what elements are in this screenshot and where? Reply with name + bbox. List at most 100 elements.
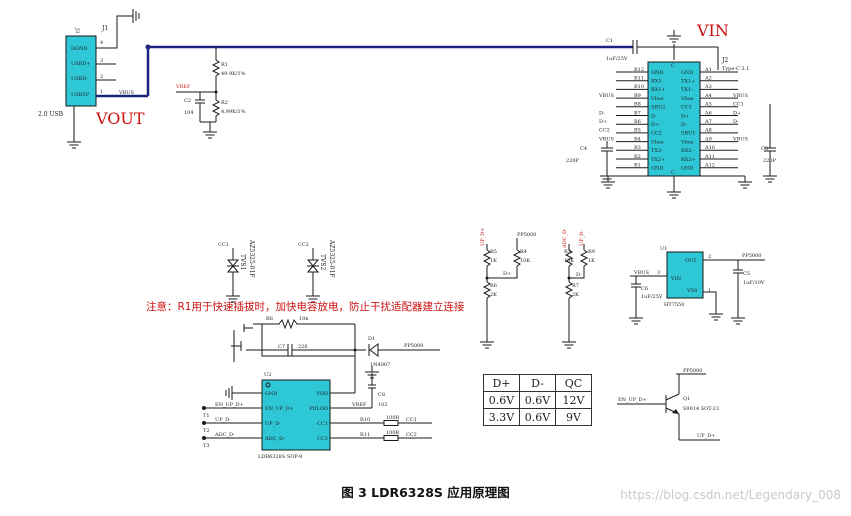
u2-right-pin-label: VDD [315,391,328,397]
r6-value: 2K [490,292,497,298]
d1-part: 1N4007 [370,362,390,368]
type-c-part: Type-C 3.1 [722,66,749,72]
dplus-bias-network: UP_D+ R5 1K PP5000 R4 10K D+ R6 2K [479,228,536,349]
u2-right-pin-net: CC1 [406,417,417,423]
vin-label: VIN [696,21,729,40]
u1-vss-label: VSS [686,288,698,294]
q1-ref: Q1 [683,396,690,402]
usb-a-pin3-name: USBD+ [71,61,91,67]
r3-ref: R3 [564,249,571,255]
u2-left-pin-net: ADC_D- [214,432,235,438]
c7-ref: C7 [278,344,285,350]
tvs2-part: AZ5325-01F [328,239,335,278]
usb-a-pin2-num: 2 [100,74,103,80]
usb-a-pin1-name: USB5V [71,92,89,98]
watermark-text: https://blog.csdn.net/Legendary_008 [620,488,841,502]
tvs2-ref: TVS2 [319,254,326,270]
qc-header-qc: QC [555,374,592,392]
type-c-right-pin-name: RX2- [681,148,694,154]
c2-value: 104 [184,110,194,116]
type-c-left-pin-name: D- [651,113,657,119]
controller-pp-net: PP5000 [404,343,423,349]
u2-gnd [225,386,233,400]
u2-right-pin-net: VREF [351,402,367,408]
type-c-left-pin-name: D+ [651,122,659,128]
type-c-left-pin-num: B12 [634,67,644,73]
type-c-left-pin-net: D+ [599,119,607,125]
usb-a-pin1-num: 1 [100,89,103,95]
u1-body [666,251,704,299]
u2-left-pin-label: ADC_D- [264,436,285,442]
c4-value: 220P [566,158,580,164]
usb-a-pin3-num: 3 [100,58,103,64]
left-gnd-bar [234,341,242,351]
type-c-left-pin-num: B9 [634,93,641,99]
type-c-right-pin-num: A6 [704,110,712,116]
dm-mid-net: D- [576,272,582,278]
c1-value: 1uF/25V [606,56,628,62]
type-c-right-pin-name: CC1 [681,105,692,111]
type-c-left-pin-num: B10 [634,84,644,90]
type-c-left-pin-num: B7 [634,110,641,116]
type-c-left-pin-name: CC2 [651,131,662,137]
type-c-left-pin-name: RX1- [651,79,664,85]
type-c-right-pin-name: TX1+ [681,79,695,85]
ldr6328s-section: R8 10k C7 226 D1 1N4007 PP5000 C8 102 U2… [202,316,440,460]
u2-series-r-ref: R11 [360,432,370,438]
type-c-left-pin-num: B2 [634,154,641,160]
type-c-left-pin-num: B1 [634,163,641,169]
u1-vin-label: VIN [670,276,682,282]
type-c-left-pin-net: VBUS [598,93,614,99]
r8-resistor [262,318,355,330]
r8-ref: R8 [266,316,273,322]
qc-cell: 3.3V [483,408,520,426]
table-row: 0.6V 0.6V 12V [483,391,592,409]
u1-part: HT7550 [664,302,684,308]
u1-in-net: VBUS [633,270,649,276]
type-c-right-pin-num: A9 [704,136,712,142]
u2-test-point: T2 [203,428,210,434]
tvs1-part: AZ5325-01F [248,239,255,278]
c2-ref: C2 [184,98,191,104]
r1-resistor [211,59,221,77]
type-c-top-mark: C [671,63,675,69]
series-resistor [383,435,399,441]
qc-cell: 0.6V [483,391,520,409]
u2-ref: U2 [264,372,271,378]
type-c-left-pin-num: B4 [634,136,641,142]
qc-header-dminus: D- [519,374,556,392]
type-c-right-pin-name: D- [681,122,687,128]
type-c-right-pin-name: D+ [681,113,689,119]
qc-voltage-table: D+ D- QC 0.6V 0.6V 12V 3.3V 0.6V 9V [483,374,592,426]
type-c-left-pin-name: Vbus [650,139,664,145]
vout-label: VOUT [95,109,145,128]
r2-ref: R2 [221,100,228,106]
usb-a-ref: J1 [101,25,108,32]
type-c-right-pin-num: A8 [704,128,712,134]
u1-out-label: OUT [685,258,697,264]
u1-pin-vin: 3 [657,270,660,276]
type-c-left-pin-num: B5 [634,128,641,134]
r2-value: 4.99K/1% [221,109,246,115]
usb-a-ref2: J3 [74,27,80,33]
type-c-left-pin-name: GND [651,70,663,76]
u2-part: LDR6328S SOP-8 [258,454,302,460]
type-c-left-pin-net: D- [599,110,605,116]
type-c-left-pin-name: TX2- [651,148,663,154]
type-c-right-pin-name: TX1- [681,87,693,93]
r5-ref: R5 [490,249,497,255]
type-c-left-pin-name: GND [651,166,663,172]
type-c-left-pin-net: VBUS [598,136,614,142]
r9-ref: R9 [588,249,595,255]
c3-ref: C3 [761,146,768,152]
r1-ref: R1 [221,62,228,68]
dp-pp-net: PP5000 [517,232,536,238]
type-c-right-pin-name: Vbus [680,96,694,102]
type-c-left-pin-name: RX1+ [651,87,666,93]
usb-a-pin2-name: USBD- [71,76,88,82]
u2-left-pins: GNDEN_UP_D+EN_UP_D+T1UP_D-UP_D-T2ADC_D-A… [202,391,294,449]
usb-a-gnd-top [124,9,140,23]
usb-a-pin4-num: 4 [100,40,103,46]
type-c-left-pin-name: SBU2 [651,105,666,111]
